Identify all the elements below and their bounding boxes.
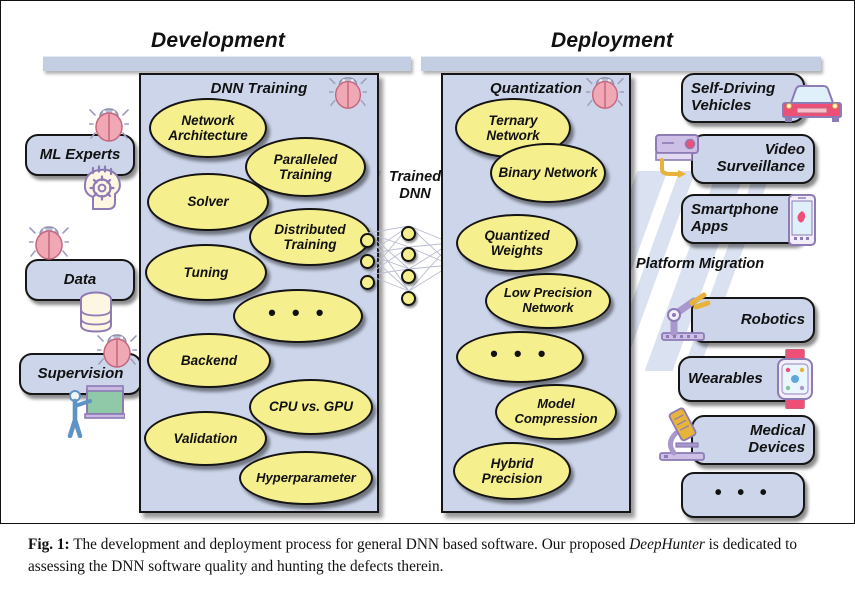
- app-label-wearables: Wearables: [688, 369, 763, 387]
- dnn-node: [401, 226, 416, 241]
- phase-title-development: Development: [151, 29, 286, 52]
- dnn-node: [401, 291, 416, 306]
- training-item-tuning[interactable]: Tuning: [145, 244, 267, 301]
- phase-bar-development: [43, 56, 411, 71]
- smartwatch-icon: [777, 349, 813, 409]
- robot-arm-icon: [661, 292, 711, 341]
- input-box-data[interactable]: Data: [25, 259, 135, 301]
- training-item-cpu-vs-gpu[interactable]: CPU vs. GPU: [249, 379, 373, 435]
- quant-item-model-compression[interactable]: Model Compression: [495, 384, 617, 440]
- training-item-network-architecture[interactable]: Network Architecture: [149, 98, 267, 158]
- training-item-hyperparameter[interactable]: Hyperparameter: [239, 451, 373, 505]
- car-icon: [782, 85, 842, 122]
- dnn-node: [401, 247, 416, 262]
- panel-title-quantization: Quantization: [489, 80, 583, 97]
- smartphone-icon: [788, 194, 816, 246]
- ellipsis-dots: • • •: [489, 341, 551, 366]
- training-item-distributed-training[interactable]: Distributed Training: [249, 208, 371, 266]
- input-label-ml-experts: ML Experts: [39, 145, 121, 163]
- teacher-board-icon: [67, 385, 125, 438]
- caption-text-2: is dedicated to assessing the DNN softwa…: [28, 536, 798, 575]
- platform-migration-label: Platform Migration: [636, 256, 765, 272]
- cctv-camera-icon: [655, 134, 699, 178]
- quant-item-hybrid-precision[interactable]: Hybrid Precision: [453, 442, 571, 500]
- app-box-more[interactable]: • • •: [681, 472, 805, 518]
- training-item-validation[interactable]: Validation: [144, 411, 267, 466]
- trained-dnn-label: Trained DNN: [388, 169, 442, 202]
- caption-text-1: The development and deployment process f…: [69, 536, 630, 553]
- training-item-solver[interactable]: Solver: [147, 173, 269, 231]
- ladybug-icon: [89, 108, 129, 142]
- dnn-node: [360, 275, 375, 290]
- ladybug-icon: [97, 334, 137, 368]
- quant-item-quantized-weights[interactable]: Quantized Weights: [456, 214, 578, 272]
- quant-item-binary-network[interactable]: Binary Network: [490, 143, 606, 203]
- app-box-robotics[interactable]: Robotics: [691, 297, 815, 343]
- dnn-node: [401, 269, 416, 284]
- app-box-video-surveillance[interactable]: Video Surveillance: [691, 134, 815, 184]
- caption-emphasis: DeepHunter: [629, 536, 705, 553]
- training-item-backend[interactable]: Backend: [147, 333, 271, 388]
- input-label-supervision: Supervision: [37, 364, 124, 382]
- figure-canvas: Development Deployment ML Experts: [0, 0, 855, 524]
- app-label-video-surveillance: Video Surveillance: [716, 141, 805, 175]
- app-label-medical-devices: Medical Devices: [748, 422, 805, 456]
- app-label-smartphone-apps: Smartphone Apps: [691, 201, 779, 235]
- dnn-node: [360, 233, 375, 248]
- database-icon: [80, 291, 112, 333]
- caption-prefix: Fig. 1:: [28, 536, 70, 553]
- ladybug-icon: [586, 77, 624, 109]
- app-box-self-driving-vehicles[interactable]: Self-Driving Vehicles: [681, 73, 805, 123]
- phase-bar-deployment: [421, 56, 821, 71]
- quant-item-ellipsis[interactable]: • • •: [456, 331, 584, 383]
- input-box-ml-experts[interactable]: ML Experts: [25, 134, 135, 176]
- app-label-robotics: Robotics: [740, 310, 805, 328]
- ellipsis-dots: • • •: [714, 482, 772, 504]
- quant-item-low-precision-network[interactable]: Low Precision Network: [485, 273, 611, 329]
- dnn-node: [360, 254, 375, 269]
- input-label-data: Data: [63, 270, 97, 288]
- ellipsis-dots: • • •: [267, 300, 329, 325]
- app-box-medical-devices[interactable]: Medical Devices: [691, 415, 815, 465]
- input-box-supervision[interactable]: Supervision: [19, 353, 142, 395]
- microscope-icon: [659, 407, 705, 461]
- app-label-self-driving-vehicles: Self-Driving Vehicles: [691, 80, 776, 114]
- training-item-paralleled-training[interactable]: Paralleled Training: [245, 137, 366, 197]
- ladybug-icon: [29, 226, 69, 260]
- ladybug-icon: [329, 77, 367, 109]
- training-item-ellipsis[interactable]: • • •: [233, 289, 363, 343]
- phase-title-deployment: Deployment: [551, 29, 674, 52]
- panel-title-dnn-training: DNN Training: [210, 80, 308, 97]
- figure-caption: Fig. 1: The development and deployment p…: [28, 534, 828, 577]
- head-gear-icon: [83, 165, 121, 210]
